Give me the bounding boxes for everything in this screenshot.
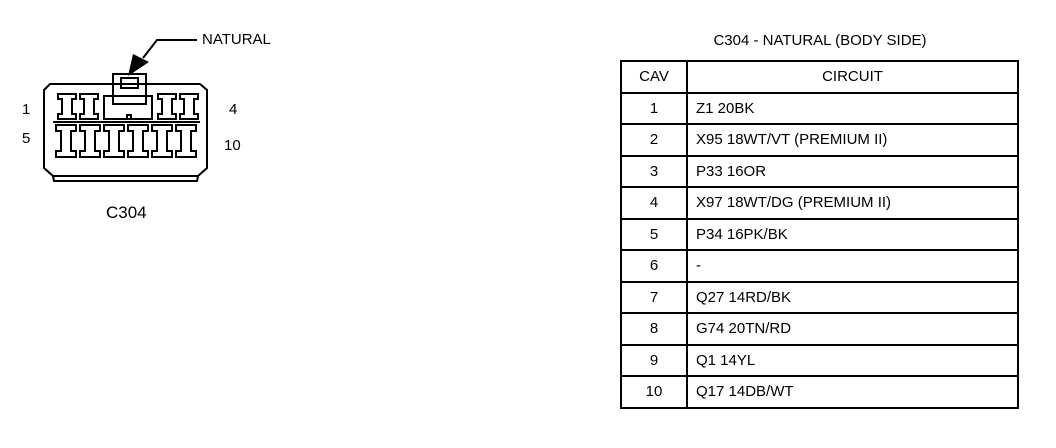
color-callout-label: NATURAL [202, 31, 271, 48]
cav-cell: 6 [620, 249, 688, 283]
table-title: C304 - NATURAL (BODY SIDE) [713, 32, 927, 49]
cav-cell: 8 [620, 312, 688, 346]
pin-label-5: 5 [22, 130, 31, 147]
cav-cell: 3 [620, 154, 688, 188]
callout-leader [142, 39, 197, 59]
circuit-cell: Q17 14DB/WT [686, 375, 1019, 409]
cav-cell: 2 [620, 123, 688, 157]
pin-label-1: 1 [22, 101, 31, 118]
cav-cell: 7 [620, 280, 688, 314]
header-cav: CAV [620, 60, 688, 94]
cav-cell: 5 [620, 217, 688, 251]
callout-arrow [128, 54, 149, 76]
connector-diagram [43, 39, 208, 182]
cav-cell: 10 [620, 375, 688, 409]
cav-cell: 9 [620, 343, 688, 377]
circuit-cell: P34 16PK/BK [686, 217, 1019, 251]
circuit-cell: - [686, 249, 1019, 283]
cav-cell: 1 [620, 91, 688, 125]
circuit-cell: Q27 14RD/BK [686, 280, 1019, 314]
table-row: 6- [620, 249, 1019, 283]
circuit-cell: G74 20TN/RD [686, 312, 1019, 346]
header-circuit: CIRCUIT [686, 60, 1019, 94]
connector-body [43, 83, 208, 177]
pin-label-10: 10 [224, 137, 241, 154]
table-header-row: CAV CIRCUIT [620, 60, 1019, 94]
circuit-cell: Z1 20BK [686, 91, 1019, 125]
circuit-cell: X97 18WT/DG (PREMIUM II) [686, 186, 1019, 220]
cav-cell: 4 [620, 186, 688, 220]
connector-base [52, 175, 199, 182]
pin-label-4: 4 [229, 101, 238, 118]
circuit-cell: X95 18WT/VT (PREMIUM II) [686, 123, 1019, 157]
connector-name: C304 [106, 203, 147, 222]
bottom-row-cavities [55, 124, 197, 158]
circuit-cell: P33 16OR [686, 154, 1019, 188]
circuit-cell: Q1 14YL [686, 343, 1019, 377]
top-row-cavities [57, 93, 199, 120]
